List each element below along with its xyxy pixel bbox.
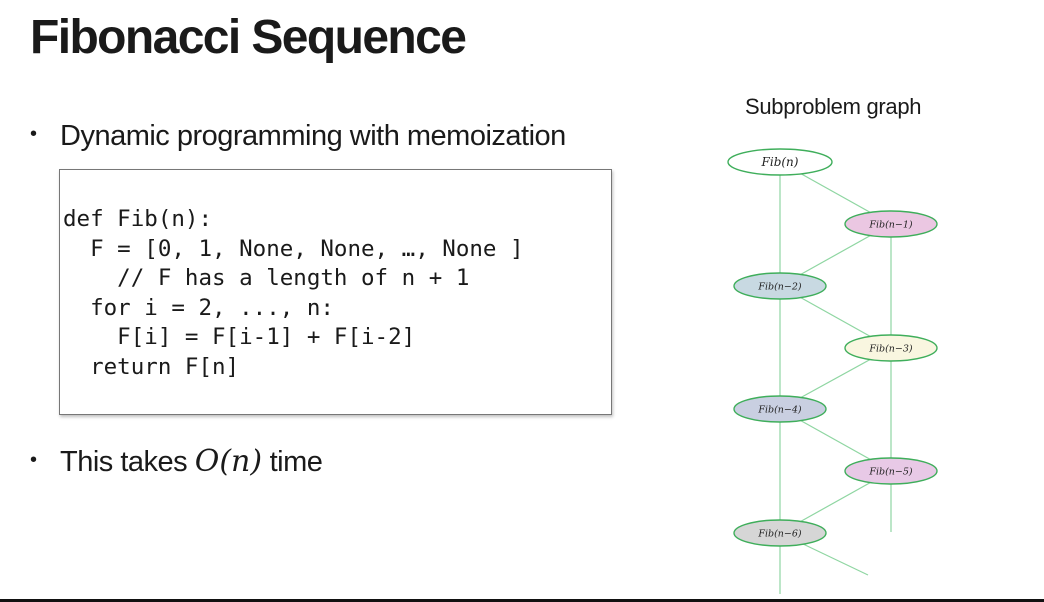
graph-node-label: Fib(n) <box>761 155 799 169</box>
graph-node-label: Fib(n−4) <box>757 404 802 415</box>
graph-node-ellipse <box>733 395 827 423</box>
code-line: F = [0, 1, None, None, …, None ] <box>63 235 524 262</box>
bullet-time-complexity: • This takes O(n) time <box>30 444 323 479</box>
code-line: // F has a length of n + 1 <box>63 265 470 291</box>
graph-node-ellipse <box>727 148 833 176</box>
graph-node: Fib(n−1) <box>844 210 938 238</box>
graph-node-label: Fib(n−3) <box>868 343 913 354</box>
graph-node-ellipse <box>733 272 827 300</box>
graph-node-label: Fib(n−5) <box>868 466 913 477</box>
slide-title: Fibonacci Sequence <box>30 11 467 64</box>
code-listing: def Fib(n): F = [0, 1, None, None, …, No… <box>63 205 524 382</box>
bullet-text: Dynamic programming with memoization <box>60 120 566 152</box>
graph-node-ellipse <box>844 334 938 362</box>
graph-node: Fib(n−5) <box>844 457 938 485</box>
code-line: def Fib(n): <box>63 206 213 232</box>
graph-title: Subproblem graph <box>745 94 922 119</box>
graph-node-label: Fib(n−1) <box>868 219 913 230</box>
code-line: for i = 2, ..., n: <box>63 294 334 321</box>
graph-node-label: Fib(n−2) <box>757 281 802 292</box>
code-line: return F[n] <box>63 353 240 380</box>
graph-node-label: Fib(n−6) <box>757 528 802 539</box>
graph-node: Fib(n) <box>727 148 833 176</box>
graph-node-ellipse <box>844 210 938 238</box>
bullet-marker: • <box>30 122 37 145</box>
bullet-dynamic-programming: • Dynamic programming with memoization <box>30 120 566 153</box>
graph-node-ellipse <box>844 457 938 485</box>
big-o-expression: O(n) <box>194 444 263 479</box>
bullet-text-suffix: time <box>262 446 323 478</box>
bullet-marker: • <box>30 448 37 471</box>
graph-node: Fib(n−4) <box>733 395 827 423</box>
code-block: def Fib(n): F = [0, 1, None, None, …, No… <box>59 169 612 415</box>
bottom-divider <box>0 599 1044 602</box>
code-line: F[i] = F[i-1] + F[i-2] <box>63 324 416 350</box>
graph-node: Fib(n−2) <box>733 272 827 300</box>
bullet-text-prefix: This takes <box>60 446 195 478</box>
graph-node-ellipse <box>733 519 827 547</box>
graph-node: Fib(n−3) <box>844 334 938 362</box>
graph-node: Fib(n−6) <box>733 519 827 547</box>
